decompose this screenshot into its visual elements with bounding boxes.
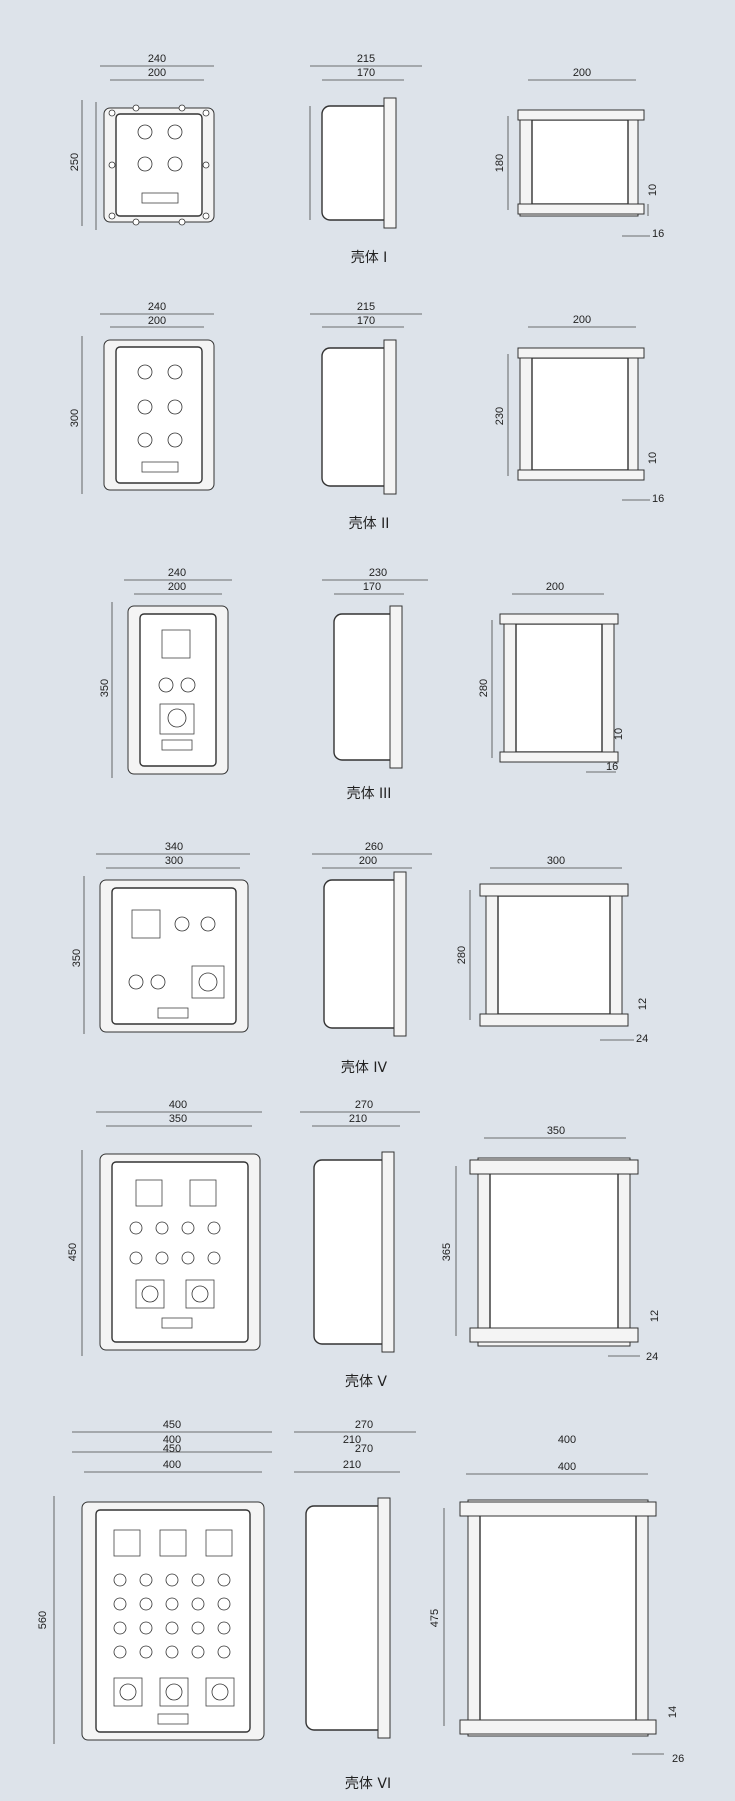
dim-side-outer-3: 230 bbox=[369, 567, 387, 579]
rear-view-5: 350 365 12 24 bbox=[441, 1125, 661, 1363]
dim-front-outer-1: 240 bbox=[148, 53, 166, 65]
dim-bracket-w-2: 16 bbox=[652, 493, 664, 505]
dim-side-outer-6: 270 bbox=[355, 1419, 373, 1431]
dim-rear-width-4: 300 bbox=[547, 855, 565, 867]
dim-front-inner-2: 200 bbox=[148, 315, 166, 327]
dim-front-height-6: 560 bbox=[37, 1611, 49, 1629]
side-view-4: 260 200 bbox=[312, 841, 432, 1037]
dim-side-outer-1: 215 bbox=[357, 53, 375, 65]
dim-bracket-h-3: 10 bbox=[613, 728, 625, 740]
caption-5: 壳体 V bbox=[345, 1373, 387, 1390]
dim-side-outer-4: 260 bbox=[365, 841, 383, 853]
enclosure-5: 400 350 450 270 210 350 365 12 24 壳体 V bbox=[67, 1099, 661, 1390]
dim-front-outer-2: 240 bbox=[148, 301, 166, 313]
dim-ghost-front-inner-6: 450 bbox=[163, 1443, 181, 1455]
dim-rear-width-5: 350 bbox=[547, 1125, 565, 1137]
rear-view-6: 400 400 475 14 26 bbox=[429, 1434, 684, 1765]
dim-rear-height-1: 180 bbox=[494, 154, 506, 172]
rear-view-4: 300 280 12 24 bbox=[456, 855, 649, 1045]
side-view-3: 230 170 bbox=[322, 567, 428, 769]
enclosure-4: 340 300 350 260 200 300 280 12 24 壳体 IV bbox=[71, 841, 649, 1076]
dim-bracket-w-6: 26 bbox=[672, 1753, 684, 1765]
dim-rear-height-6: 475 bbox=[429, 1609, 441, 1627]
front-view-5: 400 350 450 bbox=[67, 1099, 262, 1356]
dim-front-inner-3: 200 bbox=[168, 581, 186, 593]
front-view-4: 340 300 350 bbox=[71, 841, 250, 1034]
dim-side-inner-1: 170 bbox=[357, 67, 375, 79]
indicator-grid bbox=[113, 1573, 231, 1659]
rear-view-3: 200 280 10 16 bbox=[478, 581, 625, 773]
dim-front-height-5: 450 bbox=[67, 1243, 79, 1261]
side-view-6: 270 210 270 210 bbox=[294, 1419, 416, 1739]
side-view-5: 270 210 bbox=[300, 1099, 420, 1353]
caption-2: 壳体 II bbox=[349, 515, 390, 532]
dim-ghost-front-outer-6: 400 bbox=[163, 1434, 181, 1446]
rear-view-1: 200 180 10 16 bbox=[494, 67, 664, 240]
dim-front-outer-3: 240 bbox=[168, 567, 186, 579]
rear-view-2: 200 230 10 16 bbox=[494, 314, 664, 505]
dim-front-inner-6: 400 bbox=[163, 1459, 181, 1471]
dim-side-inner-4: 200 bbox=[359, 855, 377, 867]
dim-rear-height-2: 230 bbox=[494, 407, 506, 425]
enclosure-3: 240 200 350 230 170 200 280 10 16 壳体 III bbox=[99, 567, 625, 802]
dim-front-height-4: 350 bbox=[71, 949, 83, 967]
dim-front-outer-5: 400 bbox=[169, 1099, 187, 1111]
dim-side-inner-5: 210 bbox=[349, 1113, 367, 1125]
dim-rear-width-2: 200 bbox=[573, 314, 591, 326]
caption-3: 壳体 III bbox=[347, 785, 392, 802]
dim-ghost-side-outer-6: 210 bbox=[343, 1434, 361, 1446]
side-view-1: 215 170 bbox=[309, 53, 422, 229]
dim-front-outer-6: 450 bbox=[163, 1419, 181, 1431]
dim-front-outer-4: 340 bbox=[165, 841, 183, 853]
dim-front-height-3: 350 bbox=[99, 679, 111, 697]
dim-front-inner-1: 200 bbox=[148, 67, 166, 79]
enclosure-2: 240 200 300 215 170 200 230 10 16 壳体 II bbox=[69, 301, 664, 532]
dim-side-inner-2: 170 bbox=[357, 315, 375, 327]
dim-rear-height-5: 365 bbox=[441, 1243, 453, 1261]
dim-rear-height-4: 280 bbox=[456, 946, 468, 964]
dim-side-inner-3: 170 bbox=[363, 581, 381, 593]
side-view-2: 215 170 bbox=[310, 301, 422, 495]
dim-rear-width-1: 200 bbox=[573, 67, 591, 79]
dim-side-outer-5: 270 bbox=[355, 1099, 373, 1111]
caption-6: 壳体 VI bbox=[345, 1775, 391, 1792]
front-view-2: 240 200 300 bbox=[69, 301, 215, 494]
dim-bracket-h-4: 12 bbox=[637, 998, 649, 1010]
front-view-1: 240 200 250 bbox=[69, 53, 215, 230]
dim-front-inner-4: 300 bbox=[165, 855, 183, 867]
enclosure-1: 240 200 250 215 170 200 180 10 bbox=[69, 53, 664, 266]
caption-4: 壳体 IV bbox=[341, 1059, 388, 1076]
dim-bracket-h-1: 10 bbox=[647, 184, 659, 196]
dim-rear-width-3: 200 bbox=[546, 581, 564, 593]
dim-bracket-w-3: 16 bbox=[606, 761, 618, 773]
dim-bracket-h-2: 10 bbox=[647, 452, 659, 464]
dim-front-inner-5: 350 bbox=[169, 1113, 187, 1125]
dim-ghost-rear-6: 400 bbox=[558, 1434, 576, 1446]
dim-front-height-1: 250 bbox=[69, 153, 81, 171]
dim-front-height-2: 300 bbox=[69, 409, 81, 427]
front-view-3: 240 200 350 bbox=[99, 567, 232, 778]
dim-bracket-w-1: 16 bbox=[652, 228, 664, 240]
dim-side-inner-6: 210 bbox=[343, 1459, 361, 1471]
dim-bracket-h-5: 12 bbox=[649, 1310, 661, 1322]
dim-rear-width-6: 400 bbox=[558, 1461, 576, 1473]
dim-ghost-side-inner-6: 270 bbox=[355, 1443, 373, 1455]
dim-bracket-w-5: 24 bbox=[646, 1351, 658, 1363]
dim-bracket-w-4: 24 bbox=[636, 1033, 648, 1045]
dim-rear-height-3: 280 bbox=[478, 679, 490, 697]
dim-bracket-h-6: 14 bbox=[667, 1706, 679, 1718]
dim-side-outer-2: 215 bbox=[357, 301, 375, 313]
enclosure-6: 450 400 450 400 560 270 210 270 210 400 … bbox=[37, 1419, 684, 1792]
front-view-6: 450 400 450 400 560 bbox=[37, 1419, 272, 1744]
caption-1: 壳体 I bbox=[351, 249, 388, 266]
